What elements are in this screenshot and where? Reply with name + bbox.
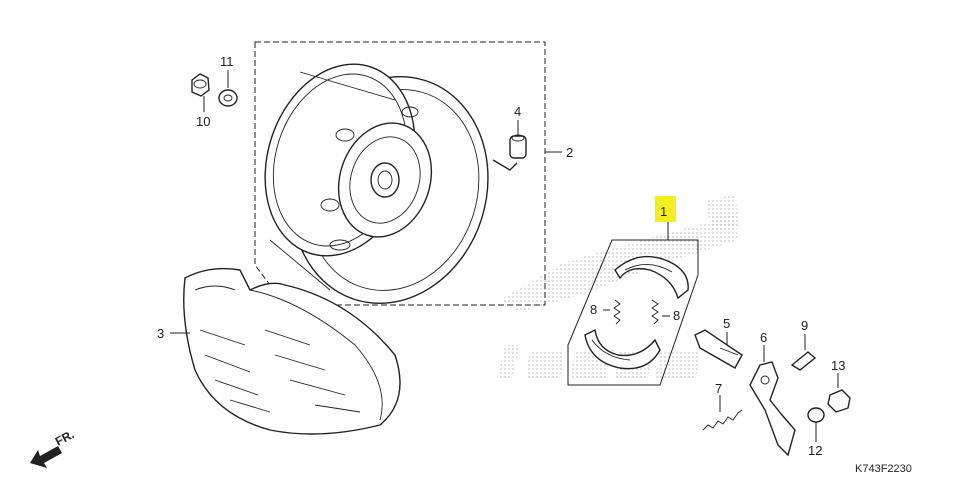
collar [807,407,825,423]
front-direction-arrow-icon [30,446,62,468]
callout-6: 6 [760,330,767,345]
brake-camshaft [694,329,743,369]
callout-4: 4 [514,104,521,119]
callout-13: 13 [831,358,845,373]
brake-shoe-box [567,239,699,386]
valve-stem [492,134,527,171]
diagram-code: K743F2230 [855,463,912,475]
leader-lines [170,70,839,442]
brake-arm [749,361,796,457]
callout-3: 3 [157,326,164,341]
callout-2: 2 [566,145,573,160]
wheel-assembly-boundary [254,41,546,306]
callout-8-left: 8 [590,302,597,317]
callout-9: 9 [801,318,808,333]
brake-shoe-upper [614,255,689,300]
nut [191,73,210,97]
callout-8-right: 8 [673,308,680,323]
joint-nut [827,389,851,413]
wheel-rim [264,63,489,305]
shoe-spring-left [613,299,621,325]
callout-12: 12 [808,443,822,458]
callout-10: 10 [196,114,210,129]
return-spring [702,409,743,431]
shoe-spring-right [651,299,659,325]
tire [183,267,401,435]
callout-1: 1 [660,204,667,219]
arm-bolt [790,351,817,371]
callout-highlight [655,196,676,222]
watermark-wing-logo [497,195,740,380]
callout-11: 11 [220,54,234,69]
front-direction-label: FR. [53,427,77,448]
brake-shoe-lower [584,328,661,370]
washer [218,89,238,107]
callout-7: 7 [715,381,722,396]
callout-5: 5 [723,316,730,331]
